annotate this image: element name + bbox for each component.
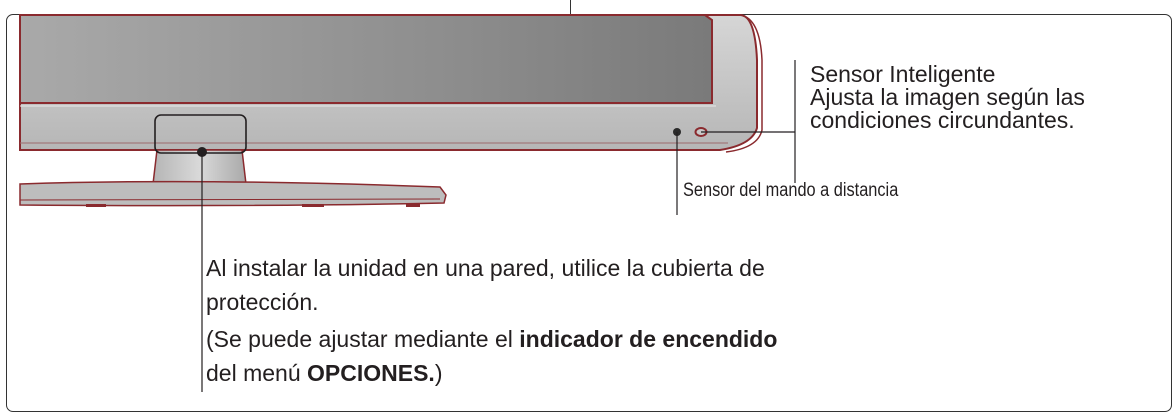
adjust-bold-options: OPCIONES. [307,360,435,386]
stand-foot-3 [406,203,420,207]
adjust-text-2: del menú [206,360,308,386]
install-note-line1: Al instalar la unidad en una pared, util… [206,255,765,281]
stand-base [19,180,447,207]
smart-sensor-title: Sensor Inteligente [810,61,996,87]
top-tick-line [570,0,571,15]
smart-sensor-desc-line1: Ajusta la imagen según las [810,84,1085,110]
install-note: Al instalar la unidad en una pared, util… [206,251,765,319]
adjust-note-line2: del menú OPCIONES.) [206,356,777,390]
tv-screen [19,14,713,104]
adjust-note-line1: (Se puede ajustar mediante el indicador … [206,322,777,356]
adjust-text-1: (Se puede ajustar mediante el [206,326,520,352]
top-gap [0,0,1176,14]
adjust-bold-power-indicator: indicador de encendido [519,326,778,352]
adjust-note: (Se puede ajustar mediante el indicador … [206,322,777,390]
remote-sensor-label: Sensor del mando a distancia [683,180,899,201]
stand-base-edge [19,198,441,201]
smart-sensor-description: Ajusta la imagen según las condiciones c… [810,86,1085,132]
stand-foot-1 [86,204,106,207]
install-note-line2: protección. [206,289,319,315]
stand-foot-2 [302,204,324,207]
smart-sensor-desc-line2: condiciones circundantes. [810,107,1075,133]
adjust-text-3: ) [434,360,443,386]
tv-side-edge [725,14,763,153]
